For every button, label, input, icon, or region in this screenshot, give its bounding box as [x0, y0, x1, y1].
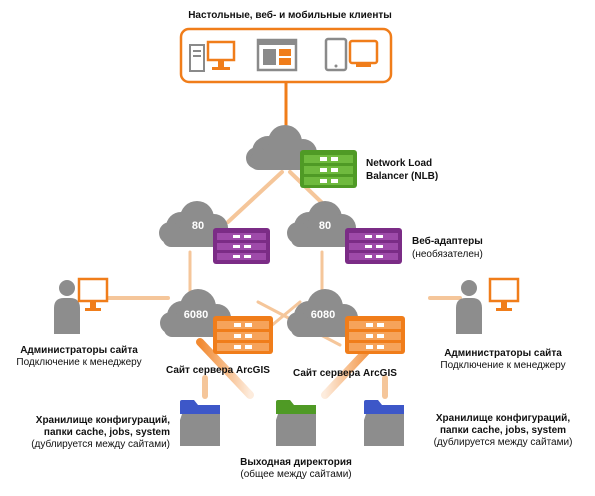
web-adaptor-server-left-icon — [213, 228, 270, 264]
admin-right-icon — [456, 277, 520, 334]
folder-store-right-icon — [364, 400, 404, 446]
folder-store-left-icon — [180, 400, 220, 446]
store-left-line3: (дублируется между сайтами) — [31, 439, 170, 450]
admins-right-title: Администраторы сайта — [444, 348, 562, 359]
nlb-label-line2: Balancer (NLB) — [366, 171, 439, 182]
store-left-line2: папки cache, jobs, system — [43, 427, 170, 438]
port-80-right: 80 — [318, 220, 332, 232]
nlb-label-line1: Network Load — [366, 158, 433, 169]
server-cloud-right-icon — [287, 289, 358, 337]
folder-output-icon — [276, 400, 316, 446]
admins-right-subtitle: Подключение к менеджеру — [440, 360, 566, 371]
web-adaptor-server-right-icon — [345, 228, 402, 264]
web-adaptors-note: (необязателен) — [412, 249, 483, 260]
store-left-line1: Хранилище конфигураций, — [35, 415, 170, 426]
store-right-line1: Хранилище конфигураций, — [435, 413, 571, 424]
web-browser-icon — [256, 38, 298, 72]
desktop-icon — [189, 40, 236, 72]
admins-left-subtitle: Подключение к менеджеру — [16, 357, 142, 368]
admin-left-icon — [54, 277, 109, 334]
output-title: Выходная директория — [240, 457, 352, 468]
output-note: (общее между сайтами) — [240, 469, 352, 480]
clients-title: Настольные, веб- и мобильные клиенты — [188, 10, 392, 21]
arcgis-server-left-icon — [213, 316, 273, 354]
port-6080-left: 6080 — [183, 309, 209, 321]
port-6080-right: 6080 — [310, 309, 336, 321]
mobile-devices-icon — [324, 37, 379, 72]
admins-left-title: Администраторы сайта — [20, 345, 138, 356]
web-adaptors-title: Веб-адаптеры — [412, 236, 483, 247]
arcgis-server-right-icon — [345, 316, 405, 354]
port-80-left: 80 — [191, 220, 205, 232]
clients-panel — [179, 27, 393, 84]
nlb-server-icon — [300, 150, 357, 188]
site-left-label: Сайт сервера ArcGIS — [166, 365, 270, 376]
store-right-line3: (дублируется между сайтами) — [433, 437, 573, 448]
site-right-label: Сайт сервера ArcGIS — [293, 368, 397, 379]
store-right-line2: папки cache, jobs, system — [439, 425, 567, 436]
